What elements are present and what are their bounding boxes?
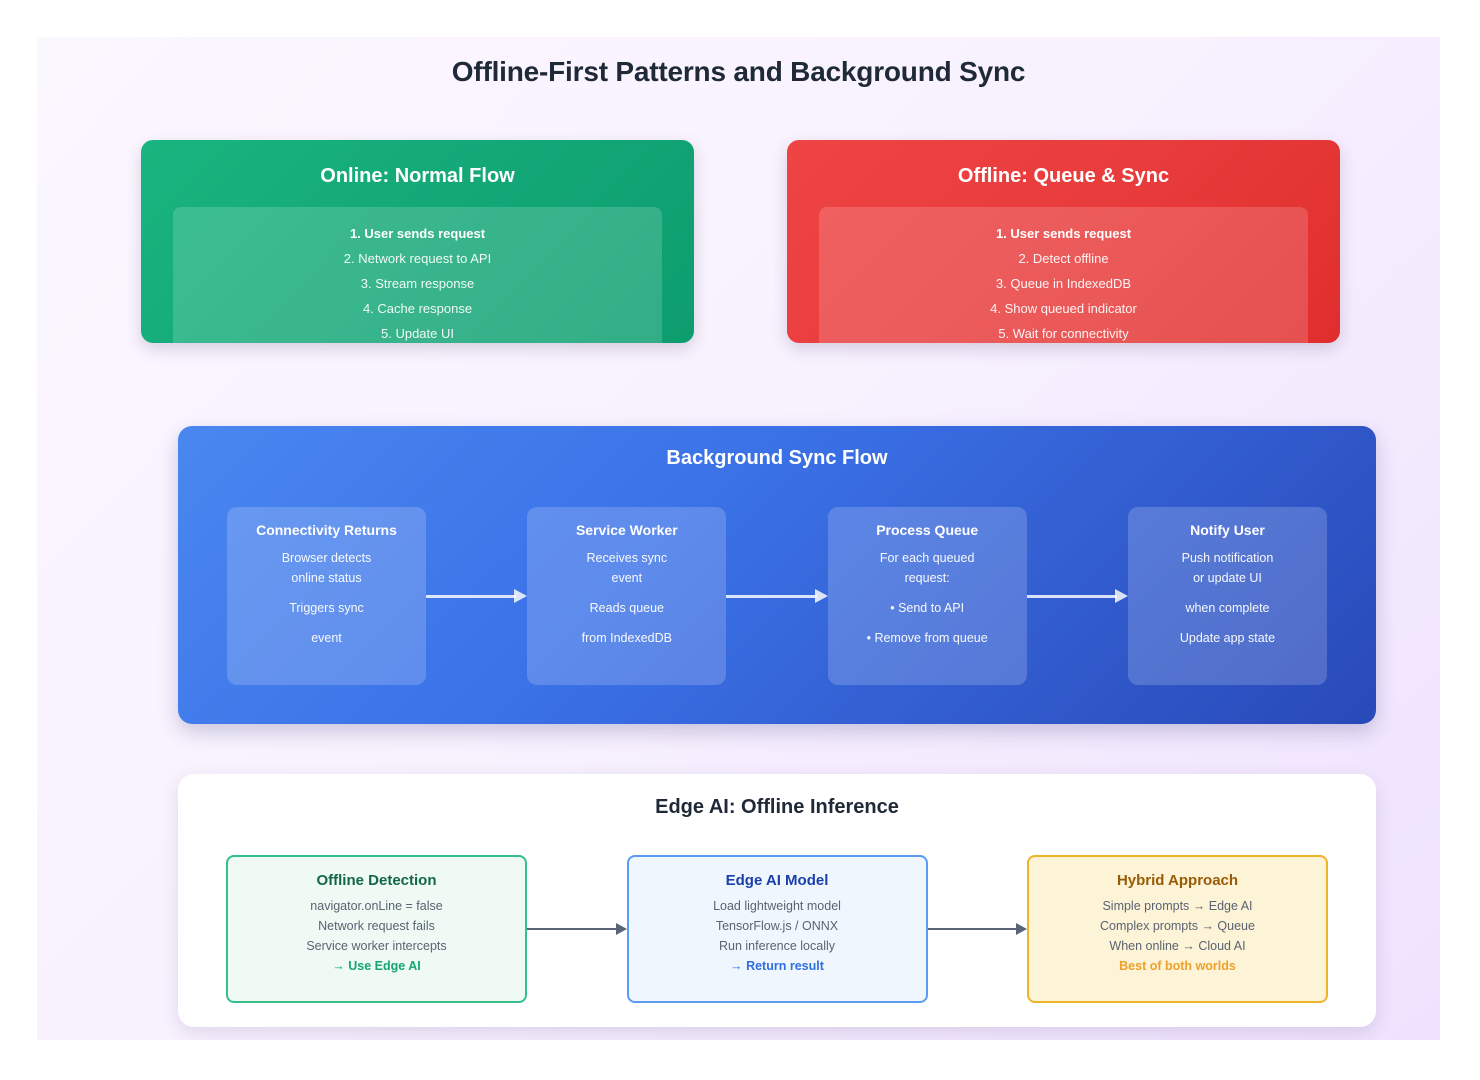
- sync-step-title: Process Queue: [876, 522, 979, 538]
- edge-card-hybrid-approach: Hybrid Approach Simple prompts → Edge AI…: [1027, 855, 1328, 1003]
- sync-step-title: Notify User: [1190, 522, 1265, 538]
- edge-card-line: Network request fails: [318, 919, 435, 933]
- edge-card-accent-line: → Use Edge AI: [332, 959, 421, 973]
- state-card-offline-steps: 1. User sends request 2. Detect offline …: [819, 207, 1308, 343]
- arrow-shaft: [1026, 595, 1117, 598]
- sync-step-title: Connectivity Returns: [256, 522, 397, 538]
- state-step: 3. Queue in IndexedDB: [995, 276, 1132, 291]
- edge-card-offline-detection: Offline Detection navigator.onLine = fal…: [226, 855, 527, 1003]
- edge-ai-title: Edge AI: Offline Inference: [655, 796, 899, 818]
- edge-card-line: When online → Cloud AI: [1109, 939, 1246, 953]
- arrow-right-icon: [726, 589, 828, 603]
- background-sync-panel: Background Sync Flow Connectivity Return…: [178, 426, 1376, 724]
- page-title: Offline-First Patterns and Background Sy…: [451, 56, 1026, 87]
- state-card-offline: Offline: Queue & Sync 1. User sends requ…: [787, 140, 1340, 343]
- state-card-row: Online: Normal Flow 1. User sends reques…: [141, 140, 1341, 343]
- edge-card-edge-ai-model: Edge AI Model Load lightweight model Ten…: [626, 855, 928, 1003]
- edge-card-title: Offline Detection: [316, 872, 437, 889]
- edge-card-title: Edge AI Model: [725, 872, 829, 889]
- arrow-right-icon: [1026, 589, 1128, 603]
- arrow-right-icon: [927, 923, 1027, 935]
- sync-step-title: Service Worker: [575, 522, 678, 538]
- edge-card-line: TensorFlow.js / ONNX: [715, 919, 839, 933]
- arrow-head: [514, 589, 528, 603]
- background-sync-title: Background Sync Flow: [666, 447, 888, 469]
- state-step: 4. Show queued indicator: [990, 301, 1137, 316]
- arrow-head: [1016, 923, 1027, 935]
- edge-card-line: Simple prompts → Edge AI: [1102, 899, 1253, 913]
- arrow-head: [1114, 589, 1128, 603]
- edge-card-accent-line: → Return result: [730, 959, 824, 973]
- sync-step-line: • Remove from queue: [866, 631, 988, 645]
- state-step: 1. User sends request: [349, 226, 486, 241]
- arrow-right-icon: [527, 923, 627, 935]
- state-card-offline-title: Offline: Queue & Sync: [957, 165, 1170, 187]
- arrow-shaft: [927, 928, 1017, 930]
- diagram-canvas: Offline-First Patterns and Background Sy…: [37, 37, 1440, 1040]
- edge-card-line: Service worker intercepts: [306, 939, 447, 953]
- sync-step-line: when complete: [1185, 601, 1270, 615]
- edge-ai-card-row: Offline Detection navigator.onLine = fal…: [226, 855, 1328, 1003]
- state-card-online: Online: Normal Flow 1. User sends reques…: [141, 140, 694, 343]
- edge-card-accent-line: Best of both worlds: [1119, 959, 1236, 973]
- edge-card-title: Hybrid Approach: [1116, 872, 1239, 889]
- edge-card-line: navigator.onLine = false: [310, 899, 443, 913]
- state-step: 1. User sends request: [995, 226, 1132, 241]
- state-card-online-steps: 1. User sends request 2. Network request…: [173, 207, 662, 343]
- sync-step-line: Update app state: [1179, 631, 1276, 645]
- sync-step-line: Reads queue: [589, 601, 665, 615]
- edge-card-line: Load lightweight model: [713, 899, 841, 913]
- edge-card-line: Run inference locally: [718, 939, 836, 953]
- state-card-online-title: Online: Normal Flow: [320, 165, 515, 187]
- sync-step-line: event: [311, 631, 342, 645]
- arrow-head: [615, 923, 627, 935]
- state-step: 5. Update UI: [381, 326, 454, 341]
- sync-step-line: Triggers sync: [289, 601, 364, 615]
- state-step: 5. Wait for connectivity: [998, 326, 1129, 341]
- arrow-right-icon: [426, 589, 528, 603]
- arrow-shaft: [527, 928, 617, 930]
- edge-card-line: Complex prompts → Queue: [1100, 919, 1255, 933]
- arrow-shaft: [426, 595, 517, 598]
- sync-step-line: from IndexedDB: [581, 631, 672, 645]
- arrow-shaft: [726, 595, 817, 598]
- sync-step-line: • Send to API: [890, 601, 965, 615]
- state-step: 2. Detect offline: [1018, 251, 1109, 266]
- state-step: 4. Cache response: [362, 301, 473, 316]
- arrow-head: [814, 589, 828, 603]
- state-step: 2. Network request to API: [343, 251, 492, 266]
- edge-ai-panel: Edge AI: Offline Inference Offline Detec…: [178, 774, 1376, 1027]
- state-step: 3. Stream response: [360, 276, 475, 291]
